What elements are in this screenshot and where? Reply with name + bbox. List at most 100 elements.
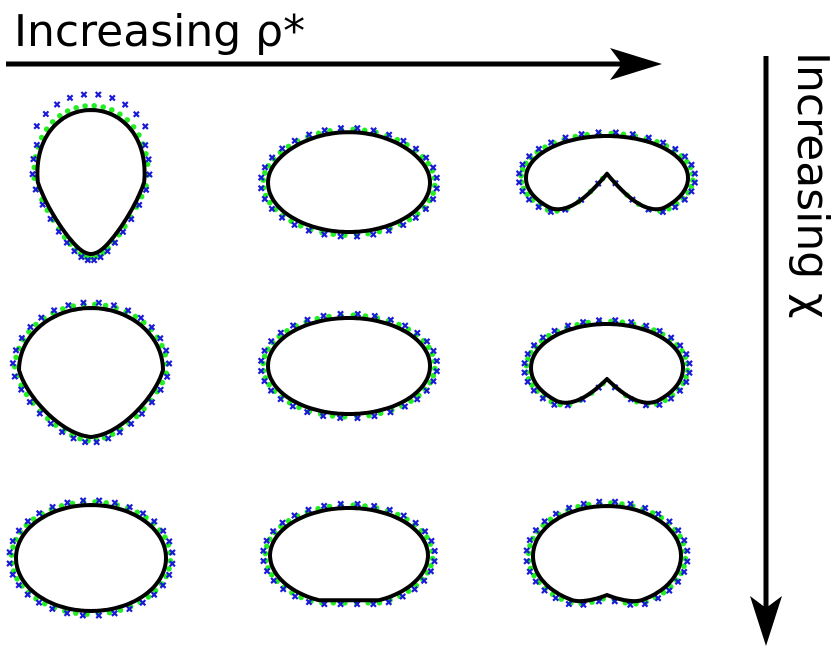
green-dot-marker (159, 379, 166, 386)
blue-cross-marker (431, 547, 439, 555)
blue-cross-marker (580, 500, 588, 508)
blue-cross-marker (353, 600, 361, 608)
green-dot-marker (162, 534, 168, 540)
blue-cross-marker (336, 414, 344, 422)
blue-cross-marker (400, 512, 408, 519)
blue-cross-marker (15, 527, 23, 535)
blue-cross-marker (422, 205, 430, 213)
blue-cross-marker (530, 341, 538, 349)
blue-cross-marker (612, 129, 620, 136)
blue-cross-marker (95, 299, 103, 307)
blue-cross-marker (539, 334, 547, 341)
blue-cross-marker (49, 503, 56, 511)
blue-cross-marker (523, 557, 531, 565)
blue-cross-marker (165, 360, 173, 367)
blue-cross-marker (429, 164, 437, 171)
blue-cross-marker (64, 301, 72, 309)
blue-cross-marker (656, 401, 663, 409)
blue-cross-marker (9, 359, 17, 367)
blue-cross-marker (411, 585, 418, 593)
blue-cross-marker (688, 161, 695, 169)
blue-cross-marker (156, 334, 164, 342)
blue-cross-marker (320, 312, 327, 320)
blue-cross-marker (526, 536, 534, 544)
blue-cross-marker (80, 91, 88, 98)
blue-cross-marker (524, 378, 532, 386)
green-dot-marker (261, 353, 268, 360)
blue-cross-marker (674, 527, 682, 534)
green-dot-marker (166, 566, 172, 572)
blue-cross-marker (337, 500, 345, 508)
shape-outline-lens (266, 130, 432, 234)
green-dot-marker (267, 199, 273, 206)
blue-cross-marker (108, 94, 116, 102)
green-dot-marker (527, 543, 533, 549)
blue-cross-marker (595, 129, 602, 136)
shape-cell-r2-c2 (257, 310, 441, 422)
blue-cross-marker (412, 519, 420, 527)
green-dot-marker (681, 563, 687, 569)
blue-cross-marker (320, 600, 328, 608)
blue-cross-marker (564, 322, 572, 330)
green-dot-marker (262, 170, 268, 176)
blue-cross-marker (656, 327, 664, 335)
blue-cross-marker (532, 578, 540, 585)
green-dot-marker (159, 342, 165, 349)
blue-cross-marker (423, 387, 431, 395)
blue-cross-marker (433, 174, 441, 182)
green-dot-marker (70, 303, 76, 309)
blue-cross-marker (681, 196, 689, 204)
green-dot-marker (64, 108, 71, 114)
blue-cross-marker (70, 434, 77, 442)
blue-cross-marker (157, 386, 164, 394)
blue-cross-marker (150, 591, 158, 599)
blue-cross-marker (291, 512, 298, 519)
blue-cross-marker (371, 412, 378, 420)
blue-cross-marker (433, 185, 441, 192)
blue-cross-marker (524, 350, 532, 358)
blue-cross-marker (84, 256, 92, 264)
blue-cross-marker (6, 548, 14, 556)
blue-cross-marker (165, 537, 173, 545)
green-dot-marker (430, 190, 436, 196)
blue-cross-marker (145, 155, 152, 163)
blue-cross-marker (691, 170, 699, 177)
blue-cross-marker (526, 568, 534, 576)
blue-cross-marker (387, 408, 394, 416)
green-dot-marker (117, 111, 123, 117)
blue-cross-marker (337, 124, 345, 132)
blue-cross-marker (676, 342, 684, 349)
blue-cross-marker (627, 500, 634, 508)
blue-cross-marker (667, 395, 675, 402)
blue-cross-marker (413, 329, 421, 337)
blue-cross-marker (79, 497, 87, 504)
blue-cross-marker (671, 203, 679, 211)
blue-cross-marker (521, 359, 528, 367)
blue-cross-marker (654, 510, 662, 518)
blue-cross-marker (90, 256, 98, 264)
blue-cross-marker (18, 334, 26, 342)
blue-cross-marker (127, 215, 135, 223)
x-axis-label: Increasing ρ* (14, 6, 305, 57)
blue-cross-marker (162, 347, 170, 354)
green-dot-marker (677, 533, 683, 540)
blue-cross-marker (399, 593, 407, 600)
green-dot-marker (428, 562, 434, 569)
green-dot-marker (12, 363, 18, 370)
green-dot-marker (141, 319, 147, 326)
blue-cross-marker (641, 504, 649, 512)
blue-cross-marker (386, 506, 394, 514)
blue-cross-marker (654, 594, 662, 602)
blue-cross-marker (627, 318, 635, 326)
shape-cell-r2-c1 (9, 299, 173, 446)
blue-cross-marker (291, 221, 298, 229)
blue-cross-marker (337, 310, 344, 318)
blue-cross-marker (680, 568, 688, 576)
green-dot-marker (26, 329, 32, 335)
blue-cross-marker (270, 577, 278, 584)
green-dot-marker (91, 103, 97, 109)
blue-cross-marker (412, 145, 420, 153)
blue-cross-marker (110, 301, 118, 309)
blue-cross-marker (146, 171, 153, 178)
